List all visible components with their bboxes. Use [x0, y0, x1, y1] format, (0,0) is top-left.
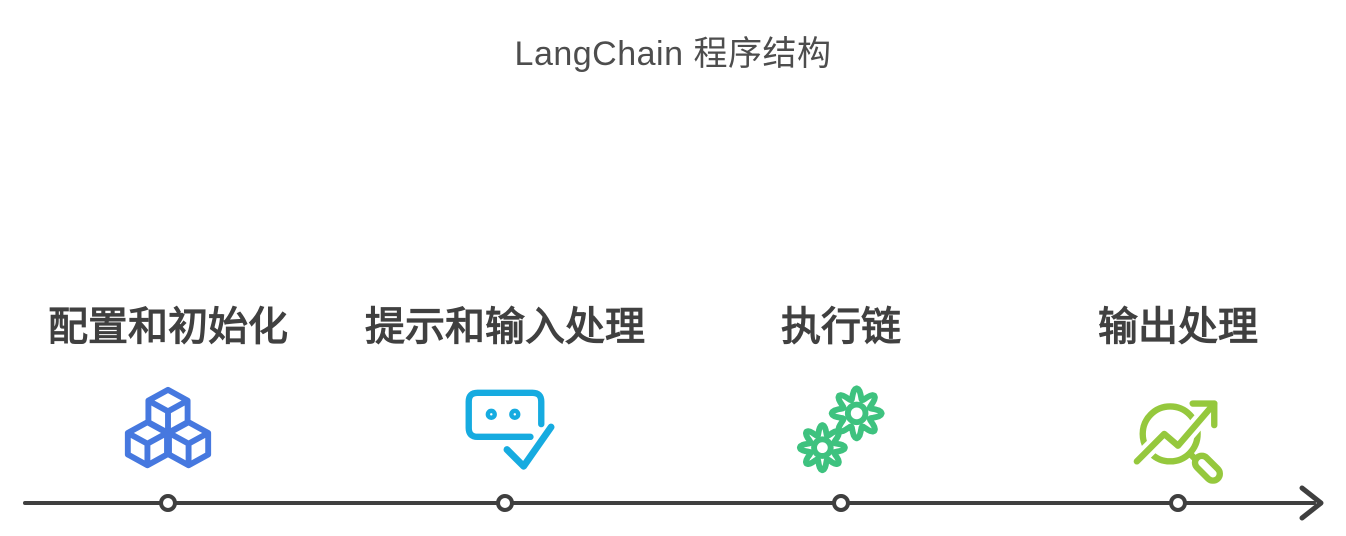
timeline-node [159, 494, 177, 512]
timeline-node [496, 494, 514, 512]
step-output: 输出处理 [1008, 303, 1346, 484]
timeline-node [1169, 494, 1187, 512]
timeline [0, 473, 1346, 533]
page-title: LangChain 程序结构 [514, 35, 832, 73]
step-label: 输出处理 [1098, 305, 1258, 349]
step-config-init: 配置和初始化 [0, 303, 338, 479]
step-label: 配置和初始化 [48, 305, 288, 349]
step-prompt-input: 提示和输入处理 [335, 303, 675, 479]
step-label: 提示和输入处理 [365, 305, 645, 349]
chat-check-icon [456, 381, 555, 479]
timeline-node [832, 494, 850, 512]
magnifier-chart-icon [1129, 381, 1227, 484]
arrow-right-icon [1299, 485, 1324, 521]
gears-icon [792, 381, 890, 479]
cubes-icon [119, 381, 217, 479]
step-label: 执行链 [781, 305, 901, 349]
step-exec-chain: 执行链 [671, 303, 1011, 479]
